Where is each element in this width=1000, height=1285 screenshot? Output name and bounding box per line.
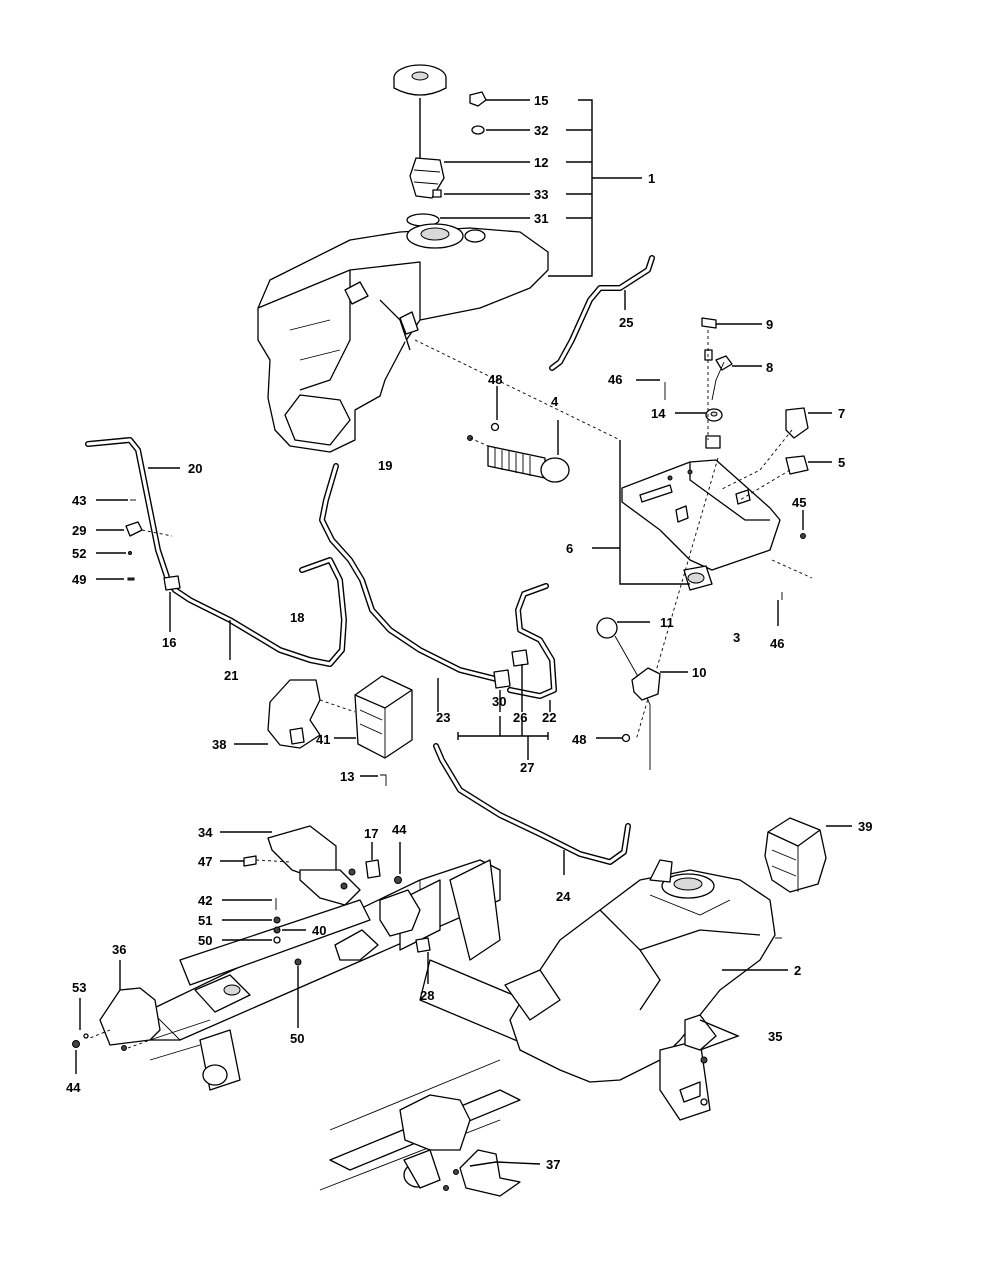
fitting-16 (163, 575, 181, 591)
callout-12: 12 (534, 155, 548, 170)
callout-29: 29 (72, 523, 86, 538)
fuel-strainer (409, 157, 445, 199)
clip-33 (432, 189, 442, 198)
nut-48 (490, 422, 500, 432)
pin-13 (360, 774, 387, 786)
callout-18: 18 (290, 610, 304, 625)
bolt-47 (243, 855, 257, 867)
washer-32 (471, 125, 485, 135)
clamp-5 (785, 455, 809, 475)
callout-22: 22 (542, 710, 556, 725)
fuel-pump-bracket-assembly (467, 317, 832, 741)
callout-23: 23 (436, 710, 450, 725)
callout-4: 4 (551, 394, 559, 409)
callout-37: 37 (546, 1157, 560, 1172)
callout-15: 15 (534, 93, 548, 108)
fuel-filter (467, 420, 570, 483)
callout-5: 5 (838, 455, 845, 470)
nut-44b (394, 876, 402, 884)
callout-19: 19 (378, 458, 392, 473)
callout-48a: 48 (488, 372, 502, 387)
hose-24 (433, 743, 631, 875)
hose-20-21 (85, 437, 347, 667)
clamp-29 (125, 521, 143, 537)
callout-50b: 50 (290, 1031, 304, 1046)
fuel-cap (393, 64, 447, 158)
callout-34: 34 (198, 825, 213, 840)
callout-52: 52 (72, 546, 86, 561)
callout-9: 9 (766, 317, 773, 332)
bracket-37 (459, 1149, 521, 1197)
callout-11: 11 (660, 615, 674, 630)
callout-17: 17 (364, 826, 378, 841)
callout-10: 10 (692, 665, 706, 680)
callout-47: 47 (198, 854, 212, 869)
fuel-tank-box-41 (334, 675, 413, 759)
callout-7: 7 (838, 406, 845, 421)
bracket-36 (99, 987, 161, 1046)
callout-32: 32 (534, 123, 548, 138)
bracket-39 (764, 817, 852, 893)
throttle-lever-assembly (596, 617, 688, 770)
callout-40: 40 (312, 923, 326, 938)
callout-16: 16 (162, 635, 176, 650)
callout-30: 30 (492, 694, 506, 709)
callout-53: 53 (72, 980, 86, 995)
fitting-9 (701, 317, 717, 329)
callout-27: 27 (520, 760, 534, 775)
callout-2: 2 (794, 963, 801, 978)
callout-49: 49 (72, 572, 86, 587)
hose-25 (549, 255, 655, 371)
callout-31: 31 (534, 211, 548, 226)
bracket-35 (684, 1014, 717, 1051)
nut-48b (621, 733, 631, 743)
bracket-38 (234, 679, 356, 749)
callout-44a: 44 (66, 1080, 81, 1095)
callout-3: 3 (733, 630, 740, 645)
clip-28 (415, 937, 431, 953)
callout-41: 41 (316, 732, 330, 747)
connector-7 (785, 407, 809, 439)
callout-39: 39 (858, 819, 872, 834)
hose-23 (319, 463, 503, 683)
callout-labels: 15 32 12 1 33 31 25 9 8 48 46 4 14 7 19 … (66, 93, 872, 1172)
callout-21: 21 (224, 668, 238, 683)
screw-53 (83, 1033, 89, 1039)
frame-assembly (72, 825, 788, 1197)
callout-36: 36 (112, 942, 126, 957)
nut-44 (72, 1040, 80, 1048)
callout-6: 6 (566, 541, 573, 556)
callout-8: 8 (766, 360, 773, 375)
callout-38: 38 (212, 737, 226, 752)
valve-15 (469, 91, 487, 107)
callout-42: 42 (198, 893, 212, 908)
callout-45: 45 (792, 495, 806, 510)
lever-10 (631, 667, 661, 701)
callout-14: 14 (651, 406, 666, 421)
callout-26: 26 (513, 710, 527, 725)
hose-22 (493, 583, 557, 699)
callout-24: 24 (556, 889, 571, 904)
callout-51: 51 (198, 913, 212, 928)
callout-50a: 50 (198, 933, 212, 948)
callout-44b: 44 (392, 822, 407, 837)
valve-26 (511, 649, 529, 667)
fuel-tank-assembly (257, 64, 642, 453)
callout-33: 33 (534, 187, 548, 202)
callout-28: 28 (420, 988, 434, 1003)
callout-25: 25 (619, 315, 633, 330)
screw-45 (800, 510, 806, 539)
callout-46a: 46 (608, 372, 622, 387)
callout-1: 1 (648, 171, 655, 186)
callout-48b: 48 (572, 732, 586, 747)
callout-13: 13 (340, 769, 354, 784)
clip-17 (365, 859, 381, 879)
callout-46b: 46 (770, 636, 784, 651)
tee-30 (493, 669, 511, 689)
knob-11 (596, 617, 618, 639)
callout-43: 43 (72, 493, 86, 508)
callout-20: 20 (188, 461, 202, 476)
callout-35: 35 (768, 1029, 782, 1044)
